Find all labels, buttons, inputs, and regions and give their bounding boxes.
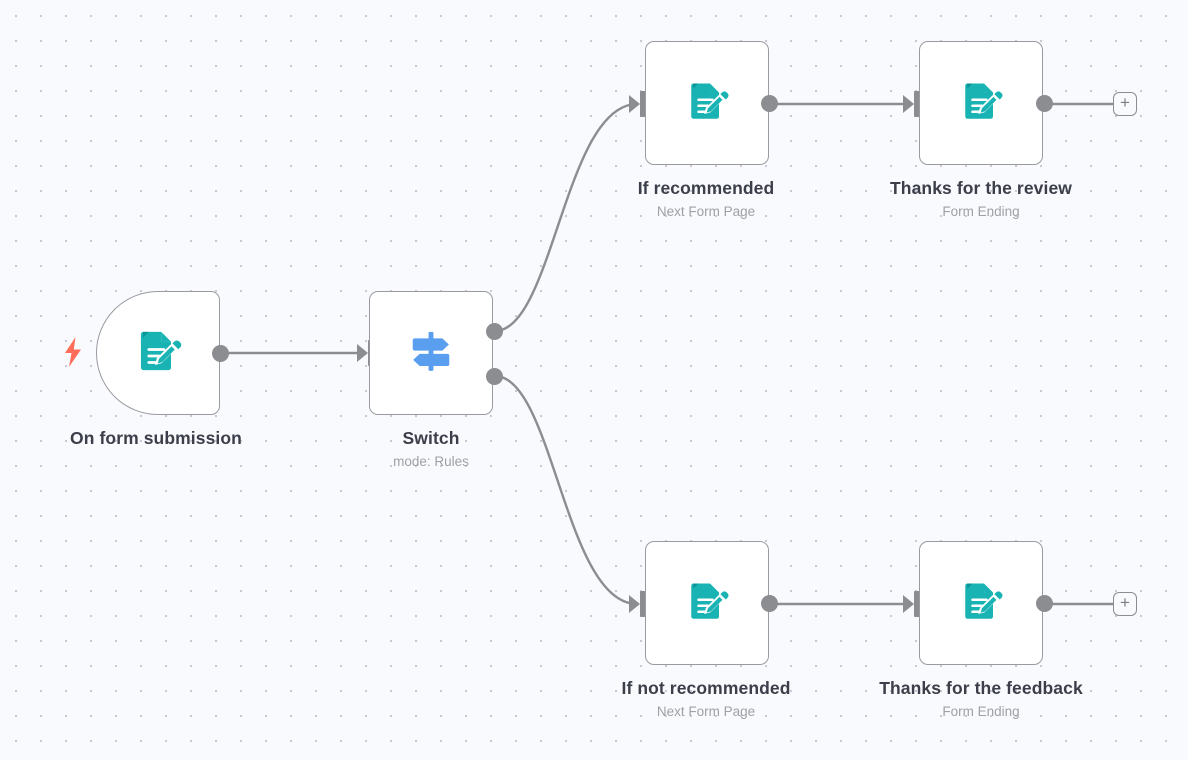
node-label-thanks-for-the-review: Thanks for the review Form Ending — [890, 177, 1072, 222]
node-label-thanks-for-the-feedback: Thanks for the feedback Form Ending — [879, 677, 1083, 722]
form-edit-icon — [140, 331, 182, 371]
edge-switch-to-ifnotrecommended — [493, 374, 639, 606]
output-endpoint-on-form-submission[interactable] — [212, 345, 229, 362]
output-endpoint-switch-0[interactable] — [486, 323, 503, 340]
node-title: Switch — [402, 428, 460, 448]
output-endpoint-switch-1[interactable] — [486, 368, 503, 385]
form-edit-icon — [965, 83, 1003, 119]
form-edit-icon — [965, 583, 1003, 619]
form-edit-icon — [691, 83, 729, 119]
edge-switch-to-ifrecommended — [493, 102, 639, 333]
add-node-button-bottom[interactable]: + — [1113, 592, 1137, 616]
lightning-bolt-icon — [65, 337, 81, 367]
node-if-recommended[interactable] — [645, 41, 769, 165]
output-endpoint-thanks-for-the-feedback[interactable] — [1036, 595, 1053, 612]
add-node-button-top[interactable]: + — [1113, 92, 1137, 116]
node-title: Thanks for the feedback — [879, 678, 1083, 698]
node-on-form-submission[interactable] — [96, 291, 220, 415]
node-title: If recommended — [637, 178, 775, 198]
output-endpoint-if-not-recommended[interactable] — [761, 595, 778, 612]
node-thanks-for-the-feedback[interactable] — [919, 541, 1043, 665]
node-title: Thanks for the review — [889, 178, 1073, 198]
form-edit-icon — [691, 583, 729, 619]
node-label-switch: Switch mode: Rules — [393, 427, 469, 472]
node-subtitle: Next Form Page — [656, 204, 756, 219]
node-subtitle: Next Form Page — [656, 704, 756, 719]
node-subtitle: Form Ending — [942, 204, 1020, 219]
node-title: On form submission — [70, 428, 242, 448]
node-if-not-recommended[interactable] — [645, 541, 769, 665]
output-endpoint-if-recommended[interactable] — [761, 95, 778, 112]
node-title: If not recommended — [621, 678, 791, 698]
node-thanks-for-the-review[interactable] — [919, 41, 1043, 165]
output-endpoint-thanks-for-the-review[interactable] — [1036, 95, 1053, 112]
node-subtitle: Form Ending — [942, 704, 1020, 719]
node-subtitle: mode: Rules — [393, 454, 469, 469]
node-switch[interactable] — [369, 291, 493, 415]
signpost-switch-icon — [412, 331, 450, 371]
node-label-if-not-recommended: If not recommended Next Form Page — [621, 677, 790, 722]
node-label-if-recommended: If recommended Next Form Page — [638, 177, 775, 222]
node-label-on-form-submission: On form submission — [70, 427, 242, 449]
